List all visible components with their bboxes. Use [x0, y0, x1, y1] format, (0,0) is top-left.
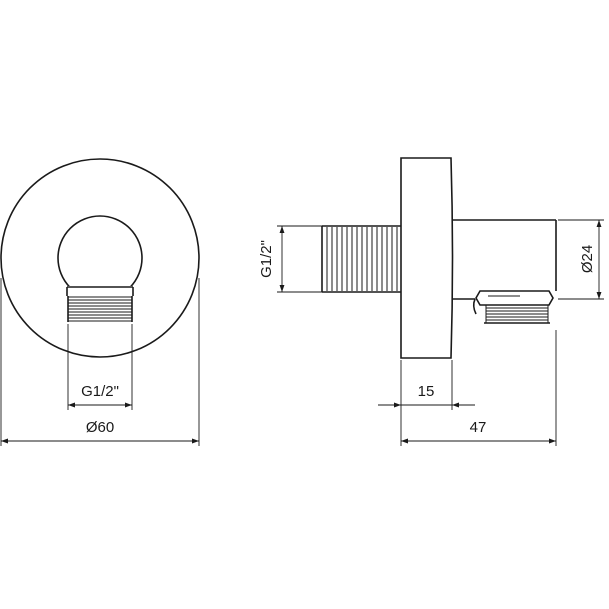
flange-depth-dimension: 15: [378, 360, 475, 446]
outlet-body: [452, 219, 557, 315]
overall-length-label: 47: [470, 419, 487, 436]
outlet-diameter-label: Ø24: [579, 245, 596, 273]
front-thread-stub: [65, 286, 135, 324]
wall-plate-circle: [0, 158, 200, 358]
diameter-60-dimension: Ø60: [0, 278, 200, 446]
outlet-thread: [475, 290, 554, 324]
flange-depth-label: 15: [418, 383, 435, 400]
front-view: G1/2" Ø60: [0, 158, 200, 446]
inlet-thread: [321, 225, 401, 293]
flange-profile: [400, 157, 454, 359]
inlet-thread-label: G1/2": [258, 240, 275, 278]
front-thread-label: G1/2": [81, 383, 119, 400]
front-thread-dimension: G1/2": [67, 324, 133, 410]
diameter-60-label: Ø60: [86, 419, 114, 436]
outlet-diameter-dimension: Ø24: [558, 219, 604, 300]
side-view: G1/2" Ø24 15 47: [258, 157, 604, 446]
overall-length-dimension: 47: [401, 330, 557, 446]
inlet-thread-dimension: G1/2": [258, 225, 322, 293]
